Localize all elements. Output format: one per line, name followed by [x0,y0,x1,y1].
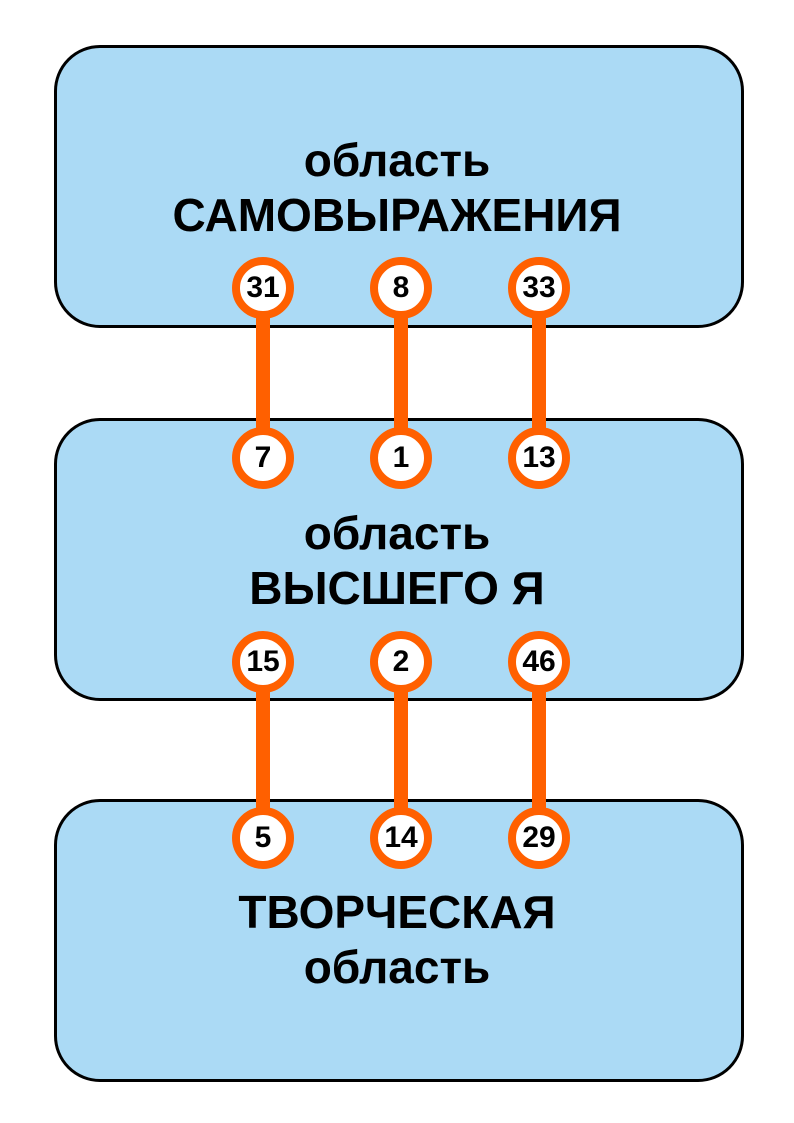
channel-33-13 [532,288,546,458]
self-expression-area-label-line2: САМОВЫРАЖЕНИЯ [172,189,622,241]
higher-self-area-label-line1: область [303,507,491,559]
gate-13: 13 [508,427,570,489]
gate-33: 33 [508,257,570,319]
gate-46: 46 [508,631,570,693]
channel-46-29 [532,662,546,838]
channel-31-7 [256,288,270,458]
self-expression-area-label-line1: область [303,134,491,186]
gate-8: 8 [370,257,432,319]
gate-5: 5 [232,807,294,869]
channel-15-5 [256,662,270,838]
channel-8-1 [394,288,408,458]
gate-15: 15 [232,631,294,693]
gate-31: 31 [232,257,294,319]
channel-2-14 [394,662,408,838]
creative-area-label-line2: область [303,941,491,993]
gate-1: 1 [370,427,432,489]
gate-14: 14 [370,807,432,869]
gate-29: 29 [508,807,570,869]
gate-7: 7 [232,427,294,489]
gate-2: 2 [370,631,432,693]
creative-area-label-line1: ТВОРЧЕСКАЯ [238,886,556,938]
higher-self-area-label-line2: ВЫСШЕГО Я [249,562,545,614]
